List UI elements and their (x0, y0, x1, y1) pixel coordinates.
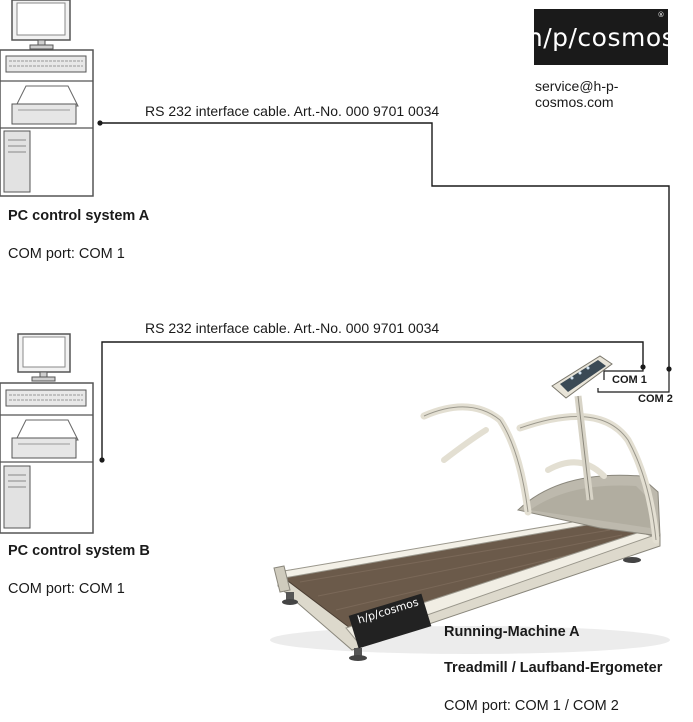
logo-text: h/p/cosmos (526, 22, 676, 52)
hp-cosmos-logo: h/p/cosmos ® (527, 9, 675, 65)
registered-mark: ® (657, 11, 665, 19)
cable-a-line (97, 120, 672, 372)
port-leaders (597, 367, 670, 393)
pc-a-printer-icon (11, 85, 79, 125)
treadmill-illustration (270, 355, 670, 661)
pc-a-workstation (0, 0, 94, 197)
pc-b-printer-icon (11, 419, 79, 459)
pc-b-keyboard-icon (5, 389, 87, 407)
treadmill-title: Running-Machine A (444, 624, 580, 640)
treadmill-subtitle: Treadmill / Laufband-Ergometer (444, 660, 663, 676)
pc-b-workstation (0, 333, 94, 534)
treadmill-badge (348, 593, 432, 649)
treadmill-console (551, 355, 613, 399)
cable-a-label: RS 232 interface cable. Art.-No. 000 970… (145, 103, 440, 119)
pc-a-tower-icon (3, 130, 31, 193)
pc-b-cabinet (0, 382, 94, 534)
port-com1-label: COM 1 (612, 374, 647, 386)
pc-b-tower-icon (3, 465, 31, 529)
pc-a-com-port: COM port: COM 1 (8, 246, 125, 262)
pc-a-keyboard-icon (5, 55, 87, 73)
service-email[interactable]: service@h-p-cosmos.com (535, 78, 619, 110)
port-com2-label: COM 2 (638, 393, 673, 405)
pc-a-monitor-icon (11, 0, 71, 50)
cable-b-line (99, 341, 646, 463)
pc-a-cabinet (0, 49, 94, 197)
pc-b-com-port: COM port: COM 1 (8, 581, 125, 597)
pc-b-monitor-icon (17, 333, 71, 382)
cable-b-label: RS 232 interface cable. Art.-No. 000 970… (145, 320, 440, 336)
pc-b-title: PC control system B (8, 543, 150, 559)
treadmill-com-port: COM port: COM 1 / COM 2 (444, 698, 619, 714)
pc-a-title: PC control system A (8, 208, 150, 224)
